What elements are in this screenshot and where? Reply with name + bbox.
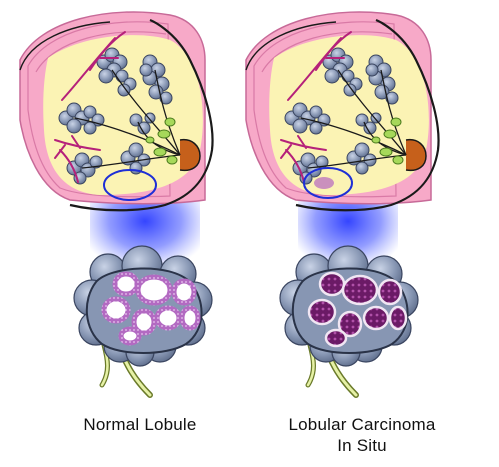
lcis-lobule-illustration [280, 246, 418, 395]
breast-cross-section-right [244, 10, 440, 212]
breast-cross-section-left [18, 10, 214, 212]
caption-normal-lobule: Normal Lobule [60, 414, 220, 435]
caption-lcis: Lobular Carcinoma In Situ [262, 414, 462, 456]
caption-line: In Situ [337, 436, 387, 455]
lcis-spot [314, 177, 334, 189]
caption-line: Normal Lobule [83, 415, 197, 434]
normal-lobule-illustration [74, 246, 212, 395]
highlight-circle-right [303, 167, 353, 199]
normal-breast-illustration [18, 10, 214, 395]
caption-line: Lobular Carcinoma [288, 415, 436, 434]
highlight-circle-left [103, 169, 157, 201]
lcis-breast-illustration [244, 10, 440, 395]
